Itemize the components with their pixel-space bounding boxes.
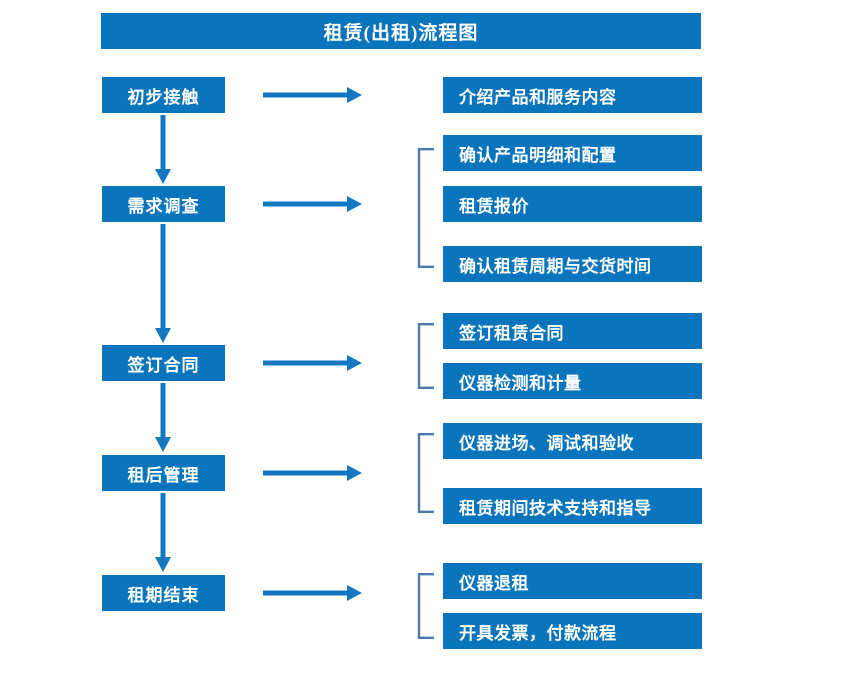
detail-box-instrument-onsite-commissioning[interactable]: 仪器进场、调试和验收 (443, 423, 702, 459)
detail-box-confirm-lease-period[interactable]: 确认租赁周期与交货时间 (443, 246, 702, 282)
arrow-down-stage1-to-stage2 (153, 115, 173, 185)
stage-box-post-rental-management[interactable]: 租后管理 (102, 455, 225, 491)
arrow-right-stage5 (263, 583, 363, 603)
arrow-down-stage2-to-stage3 (153, 224, 173, 344)
stage-box-sign-contract[interactable]: 签订合同 (102, 345, 225, 381)
arrow-right-stage4 (263, 463, 363, 483)
page-title: 租赁(出租)流程图 (101, 13, 701, 49)
arrow-right-stage3 (263, 353, 363, 373)
detail-box-confirm-product-spec[interactable]: 确认产品明细和配置 (443, 135, 702, 171)
detail-box-rental-quotation[interactable]: 租赁报价 (443, 186, 702, 222)
group-bracket-post-rental-management (417, 433, 435, 513)
stage-box-lease-end[interactable]: 租期结束 (102, 575, 225, 611)
stage-box-demand-survey[interactable]: 需求调查 (102, 186, 225, 222)
arrow-right-stage2 (263, 194, 363, 214)
group-bracket-demand-survey (417, 148, 435, 268)
detail-box-invoice-payment[interactable]: 开具发票，付款流程 (443, 613, 702, 649)
detail-box-technical-support[interactable]: 租赁期间技术支持和指导 (443, 488, 702, 524)
group-bracket-sign-contract (417, 323, 435, 389)
detail-box-instrument-return[interactable]: 仪器退租 (443, 563, 702, 599)
arrow-down-stage4-to-stage5 (153, 493, 173, 573)
stage-box-initial-contact[interactable]: 初步接触 (102, 77, 225, 113)
detail-box-sign-lease-contract[interactable]: 签订租赁合同 (443, 313, 702, 349)
arrow-down-stage3-to-stage4 (153, 383, 173, 453)
arrow-right-stage1 (263, 85, 363, 105)
detail-box-introduce-products[interactable]: 介绍产品和服务内容 (443, 77, 702, 113)
group-bracket-lease-end (417, 573, 435, 639)
detail-box-instrument-inspection[interactable]: 仪器检测和计量 (443, 363, 702, 399)
